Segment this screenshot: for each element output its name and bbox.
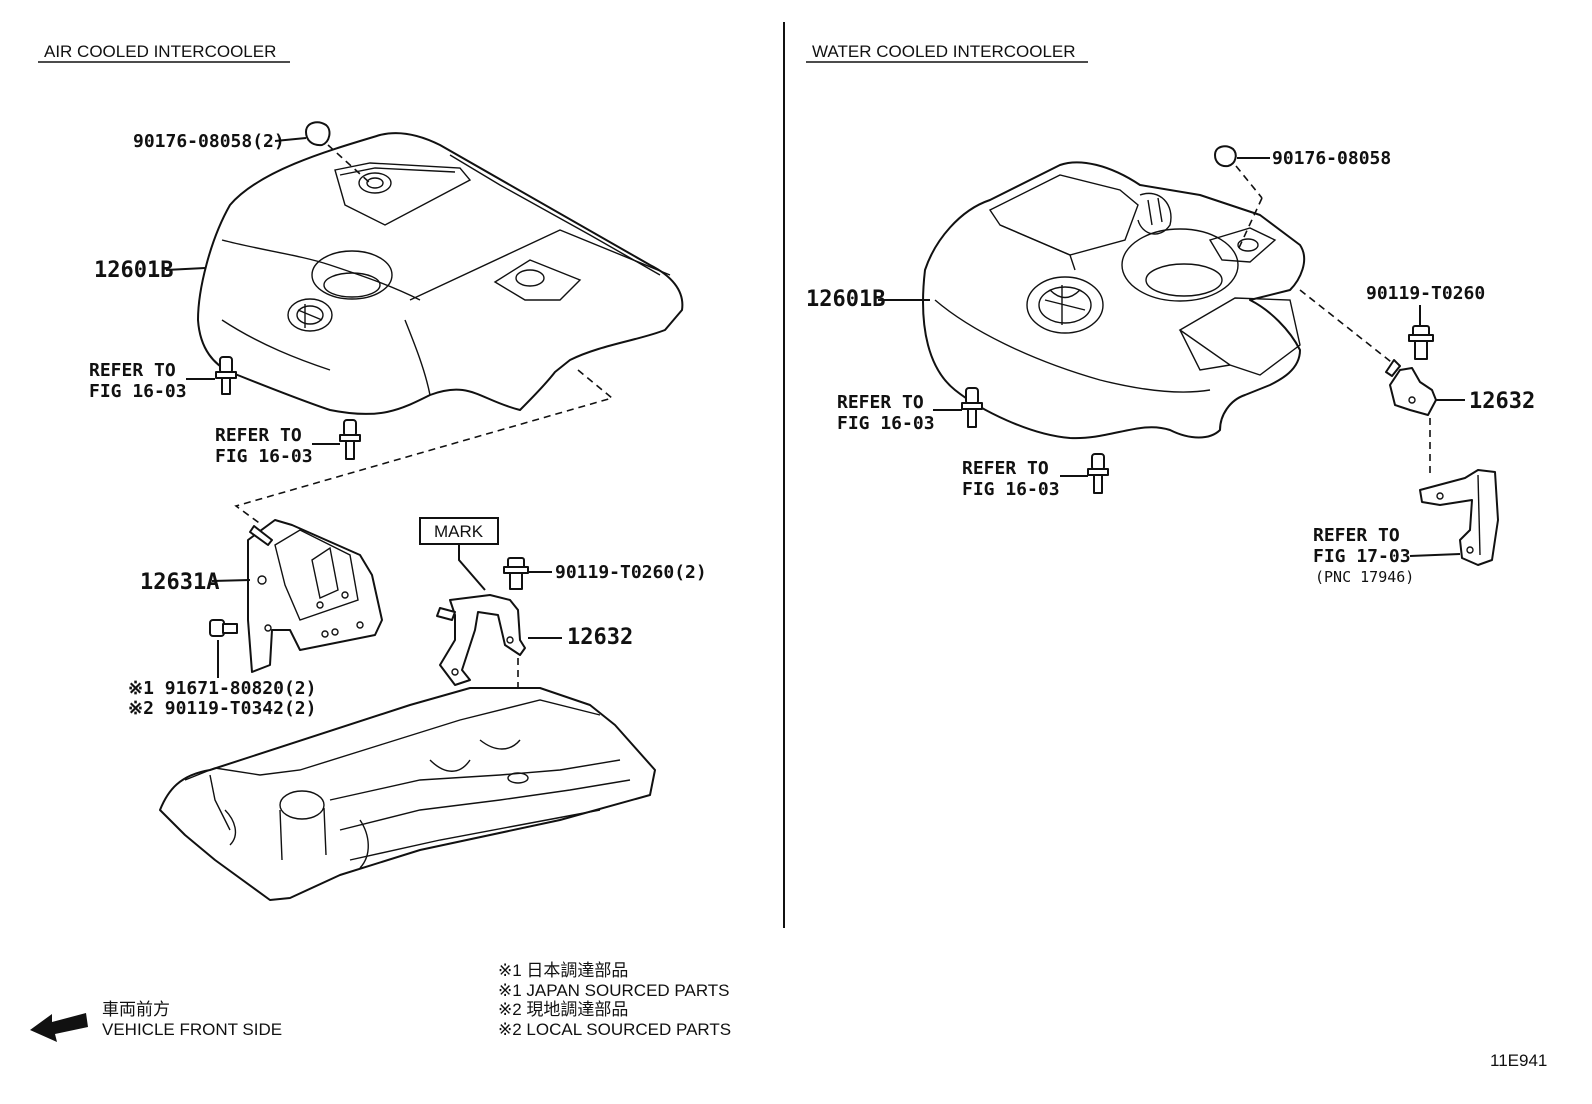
right-clip-part [1214, 145, 1237, 168]
left-bracket-12631a [247, 519, 383, 673]
right-stud-1 [961, 387, 983, 428]
right-bracket-12632 [1385, 359, 1437, 416]
note-2-jp: ※2 現地調達部品 [498, 1000, 628, 1019]
left-refer1-line2: FIG 16-03 [89, 381, 187, 402]
right-stay-part [1419, 469, 1499, 566]
figure-id: 11E941 [1490, 1051, 1547, 1070]
left-nut1-label: ※1 91671-80820(2) [128, 678, 316, 699]
left-bracket-12632 [436, 594, 526, 686]
left-refer2-line1: REFER TO [215, 425, 302, 446]
vehicle-front-arrow-icon [30, 1013, 88, 1042]
left-engine-cover [197, 132, 684, 416]
left-section-title: AIR COOLED INTERCOOLER [44, 42, 276, 61]
right-refer3-leader [1409, 553, 1461, 557]
left-bolt-part [503, 557, 529, 590]
left-clip-label: 90176-08058(2) [133, 131, 285, 152]
right-bolt-label: 90119-T0260 [1366, 283, 1485, 304]
right-refer3-line2: FIG 17-03 [1313, 546, 1411, 567]
left-nut-part [209, 619, 238, 637]
left-cover-label: 12601B [94, 258, 173, 283]
left-refer2-line2: FIG 16-03 [215, 446, 313, 467]
right-refer1-line1: REFER TO [837, 392, 924, 413]
left-clip-part [305, 121, 331, 147]
left-bolt-label: 90119-T0260(2) [555, 562, 707, 583]
left-clip-leader [274, 137, 307, 142]
mark-leader [458, 544, 486, 591]
note-1-jp: ※1 日本調達部品 [498, 961, 628, 980]
right-bracket-dash [1299, 289, 1396, 366]
right-clip-dash [1235, 165, 1263, 199]
mark-label: MARK [434, 522, 484, 541]
direction-en: VEHICLE FRONT SIDE [102, 1020, 282, 1039]
right-section-title: WATER COOLED INTERCOOLER [812, 42, 1076, 61]
left-cover-leader [165, 267, 206, 271]
right-engine-cover [922, 161, 1306, 440]
left-refer1-line1: REFER TO [89, 360, 176, 381]
left-bracket-b-label: 12632 [567, 625, 633, 650]
right-bracket-label: 12632 [1469, 389, 1535, 414]
left-nut2-label: ※2 90119-T0342(2) [128, 698, 316, 719]
left-bracket-a-label: 12631A [140, 570, 219, 595]
left-stud-2 [339, 419, 361, 460]
direction-jp: 車両前方 [102, 1000, 170, 1019]
right-refer1-line2: FIG 16-03 [837, 413, 935, 434]
left-clip-dash [327, 144, 371, 184]
right-refer3-line3: (PNC 17946) [1315, 568, 1414, 586]
right-clip-dash-2 [1237, 197, 1263, 251]
note-2-en: ※2 LOCAL SOURCED PARTS [498, 1020, 731, 1039]
note-1-en: ※1 JAPAN SOURCED PARTS [498, 981, 730, 1000]
right-cover-label: 12601B [806, 287, 885, 312]
right-refer3-line1: REFER TO [1313, 525, 1400, 546]
right-clip-label: 90176-08058 [1272, 148, 1391, 169]
right-refer2-line2: FIG 16-03 [962, 479, 1060, 500]
left-stud-1 [215, 356, 237, 395]
left-engine-block [159, 687, 656, 901]
left-bracket-a-leader [211, 579, 251, 582]
right-stud-2 [1087, 453, 1109, 494]
right-refer2-line1: REFER TO [962, 458, 1049, 479]
right-bolt-part [1408, 325, 1434, 360]
